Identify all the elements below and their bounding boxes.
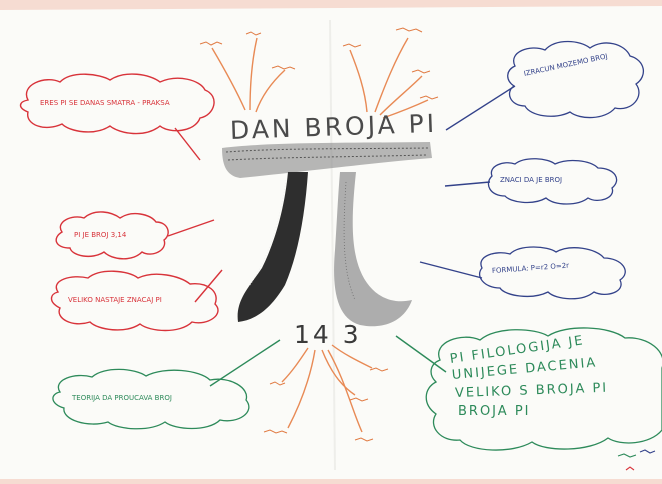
red-note-1: ERES PI SE DANAS SMATRA - PRAKSA — [40, 99, 170, 107]
orange-branches-bottom — [281, 344, 373, 433]
orange-branches-top — [211, 37, 429, 119]
pi-symbol — [222, 142, 432, 327]
red-note-2: PI JE BROJ 3,14 — [74, 231, 127, 239]
pi-digits: 14 3 — [294, 320, 362, 349]
blue-clouds — [478, 40, 644, 300]
red-clouds — [19, 73, 219, 332]
orange-words — [199, 27, 439, 442]
blue-note-2: ZNACI DA JE BROJ — [500, 176, 563, 184]
green-note-5: BROJA PI — [458, 404, 531, 419]
green-note-1: TEORIJA DA PROUCAVA BROJ — [72, 394, 172, 402]
red-note-3: VELIKO NASTAJE ZNACAJ PI — [68, 296, 162, 304]
green-connectors — [209, 335, 447, 387]
paper-sheet — [0, 6, 662, 479]
green-clouds — [52, 327, 662, 451]
paper-fold — [329, 19, 336, 471]
corner-scribble — [617, 449, 656, 471]
red-connectors — [167, 127, 223, 303]
blue-connectors — [419, 85, 516, 279]
